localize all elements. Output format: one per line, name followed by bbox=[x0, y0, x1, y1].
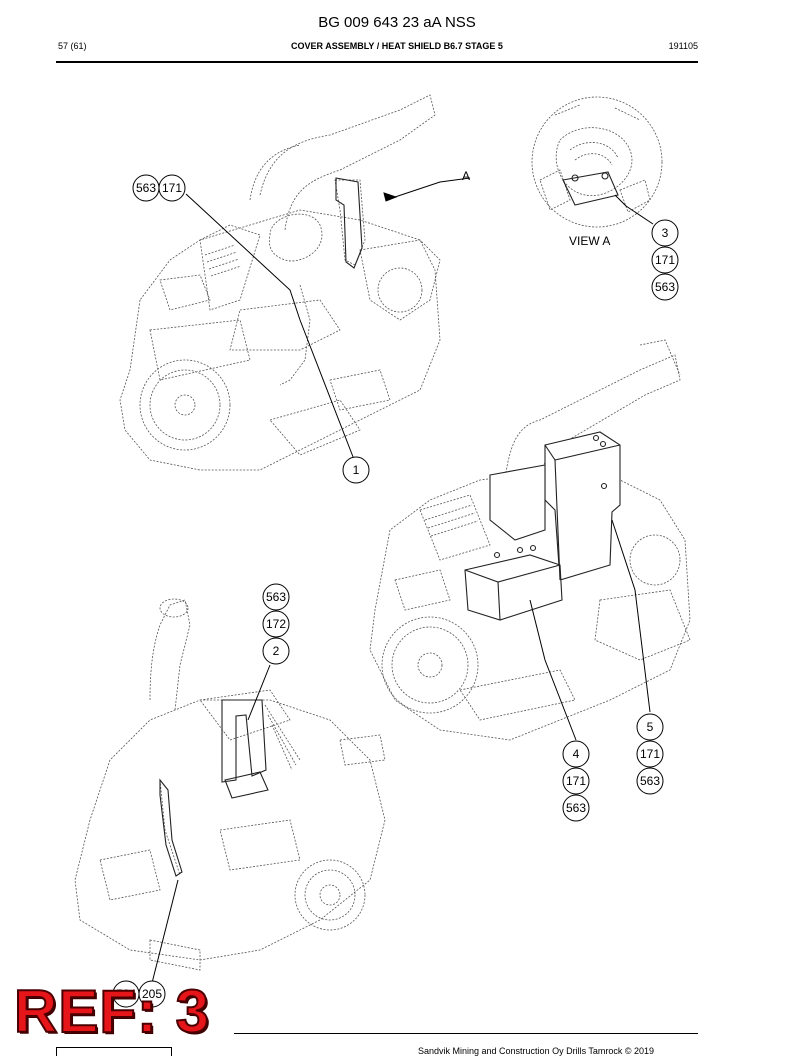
callout-text: 563 bbox=[136, 181, 156, 195]
bracket-detail-view bbox=[562, 171, 619, 206]
leader-item-2 bbox=[247, 664, 271, 721]
document-number: BG 009 643 23 aA NSS bbox=[318, 14, 476, 31]
page-indicator: 57 (61) bbox=[58, 41, 87, 51]
view-arrow-label: A bbox=[462, 169, 470, 183]
heat-shield bbox=[464, 431, 621, 621]
callout-text: 172 bbox=[266, 617, 286, 631]
callout-bubble-2 bbox=[262, 637, 290, 665]
callout-text: 2 bbox=[273, 644, 280, 658]
callout-text: 171 bbox=[566, 774, 586, 788]
callout-text: 205 bbox=[142, 987, 162, 1001]
leader-item-564-205 bbox=[151, 879, 179, 984]
callout-text: 171 bbox=[162, 181, 182, 195]
callout-bubble-563 bbox=[636, 767, 664, 795]
callout-bubble-171 bbox=[636, 740, 664, 768]
callout-bubble-563 bbox=[651, 273, 679, 301]
leader-item-1 bbox=[185, 193, 356, 463]
engine-illustration-right bbox=[369, 339, 691, 741]
leader-item-3 bbox=[614, 194, 654, 225]
engine-illustration-bottom bbox=[74, 598, 386, 971]
date-code: 191105 bbox=[668, 41, 698, 51]
callout-bubble-5 bbox=[636, 713, 664, 741]
footer-copyright: Sandvik Mining and Construction Oy Drill… bbox=[418, 1046, 655, 1056]
callout-text: 171 bbox=[640, 747, 660, 761]
callout-bubble-171 bbox=[651, 246, 679, 274]
ref-stamp: REF: 3 bbox=[13, 978, 211, 1045]
callout-text: 563 bbox=[640, 774, 660, 788]
callout-bubble-172 bbox=[262, 610, 290, 638]
engine-illustration-top bbox=[119, 94, 441, 471]
callout-text: 563 bbox=[266, 590, 286, 604]
callout-bubble-171 bbox=[562, 767, 590, 795]
callout-bubble-205 bbox=[138, 980, 166, 1008]
callout-bubble-1 bbox=[342, 456, 370, 484]
callout-text: 563 bbox=[566, 801, 586, 815]
callout-text: 4 bbox=[573, 747, 580, 761]
detail-view-a bbox=[531, 96, 663, 228]
view-title-label: VIEW A bbox=[569, 234, 610, 248]
callout-text: 171 bbox=[655, 253, 675, 267]
header-divider bbox=[56, 61, 698, 63]
callout-text: 5 bbox=[647, 720, 654, 734]
leader-item-4 bbox=[529, 599, 577, 741]
footer-divider bbox=[234, 1033, 698, 1034]
callout-bubble-563 bbox=[562, 794, 590, 822]
callout-text: 3 bbox=[662, 226, 669, 240]
bracket-part-b bbox=[221, 699, 267, 783]
bracket-part-a bbox=[335, 177, 363, 269]
callout-bubble-3 bbox=[651, 219, 679, 247]
callout-bubble-171 bbox=[158, 174, 186, 202]
page-title: COVER ASSEMBLY / HEAT SHIELD B6.7 STAGE … bbox=[291, 41, 503, 51]
callout-text: 564 bbox=[116, 987, 136, 1001]
callout-text: 563 bbox=[655, 280, 675, 294]
callout-bubble-4 bbox=[562, 740, 590, 768]
leader-item-5 bbox=[611, 519, 651, 713]
company-logo bbox=[56, 1047, 172, 1056]
view-a-arrow bbox=[391, 177, 471, 199]
callout-bubble-563 bbox=[262, 583, 290, 611]
callout-text: 1 bbox=[353, 463, 360, 477]
